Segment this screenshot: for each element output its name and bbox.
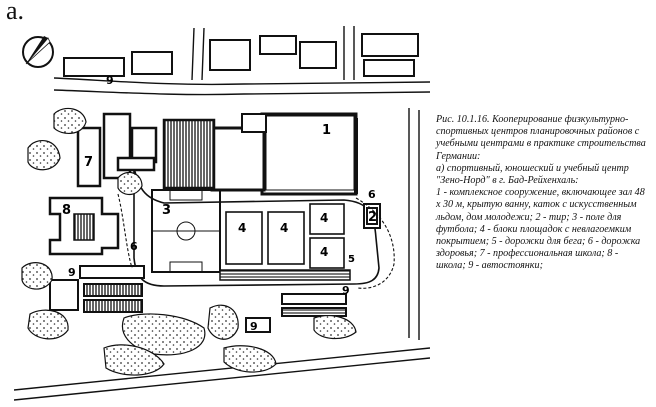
vocational-school-building <box>76 112 158 188</box>
site-plan: 1 2 3 4 4 4 4 5 6 6 7 8 9 9 9 9 <box>14 26 430 401</box>
health-path <box>117 193 395 289</box>
complex-building <box>162 112 358 196</box>
running-track-loop <box>133 167 380 287</box>
label-complex-building: 1 <box>322 123 331 138</box>
south-parking <box>245 293 347 333</box>
label-parking-southwest: 9 <box>250 320 258 333</box>
label-parking-west: 9 <box>68 266 76 279</box>
label-court-block-b: 4 <box>280 221 288 235</box>
shooting-range <box>363 203 381 229</box>
court-blocks <box>225 203 345 269</box>
figure-caption: Рис. 10.1.16. Кооперирование физкультурн… <box>436 114 650 273</box>
street-network <box>14 26 430 401</box>
caption-legend: 1 - комплексное сооружение, включающее з… <box>436 187 645 272</box>
label-court-block-c: 4 <box>320 211 328 225</box>
caption-subtitle: а) спортивный, юношеский и учебный центр… <box>436 162 629 187</box>
label-running-track: 5 <box>348 254 355 265</box>
school-building <box>48 196 120 256</box>
caption-title: Рис. 10.1.16. Кооперирование физкультурн… <box>436 114 646 162</box>
label-court-block-a: 4 <box>238 221 246 235</box>
label-health-path-west: 6 <box>130 240 138 253</box>
label-court-block-d: 4 <box>320 245 328 259</box>
running-lanes <box>219 269 351 281</box>
panel-letter: а. <box>6 0 25 25</box>
label-health-path-east: 6 <box>368 188 376 201</box>
football-field <box>151 189 221 273</box>
label-school: 8 <box>62 203 71 218</box>
tree-clusters <box>21 107 357 376</box>
west-row-buildings <box>49 265 145 313</box>
north-arrow-icon <box>22 36 54 68</box>
label-football-field: 3 <box>162 203 171 218</box>
label-parking-south: 9 <box>342 284 350 297</box>
label-parking-north: 9 <box>106 74 114 87</box>
north-residential-blocks <box>63 33 419 77</box>
label-shooting-range: 2 <box>368 210 377 225</box>
label-vocational-school: 7 <box>84 155 93 170</box>
